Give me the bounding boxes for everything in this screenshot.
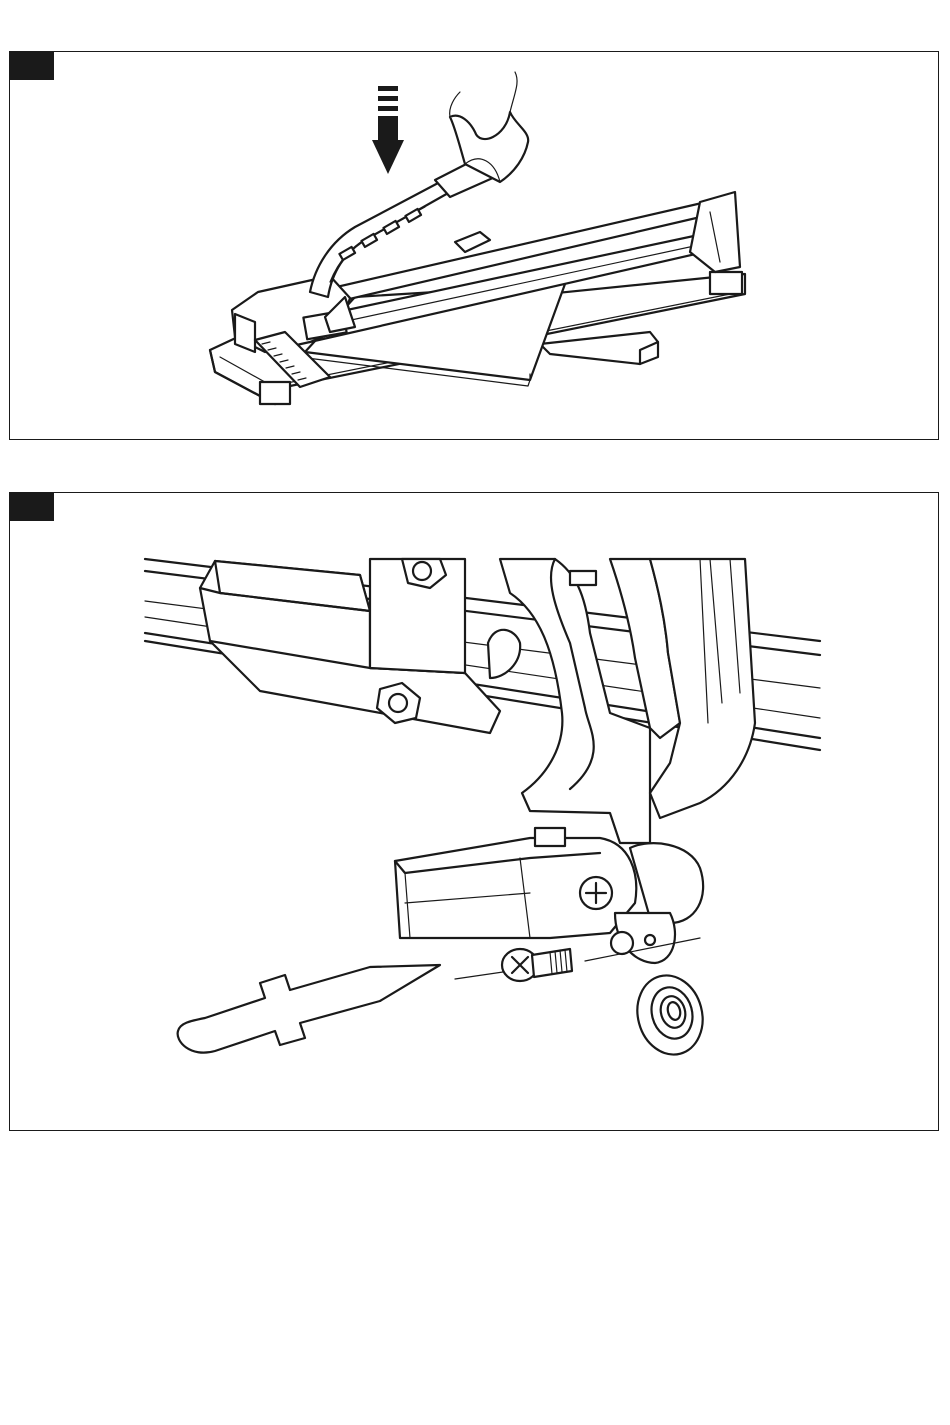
cutting-wheel-exploded-drawing <box>10 493 940 1132</box>
cutting-wheel-icon <box>629 968 712 1062</box>
carriage-block <box>200 559 520 733</box>
screw-icon <box>502 949 572 981</box>
assembly-axis <box>455 971 510 979</box>
screwdriver-icon <box>178 965 440 1053</box>
wheel-holder <box>395 828 703 963</box>
down-arrow-icon <box>372 86 404 174</box>
handle-bracket <box>500 559 755 843</box>
illustration-panel-1 <box>9 51 939 440</box>
illustration-panel-2 <box>9 492 939 1131</box>
screw-head-icon <box>580 877 612 909</box>
tile-cutter-drawing <box>10 52 940 441</box>
